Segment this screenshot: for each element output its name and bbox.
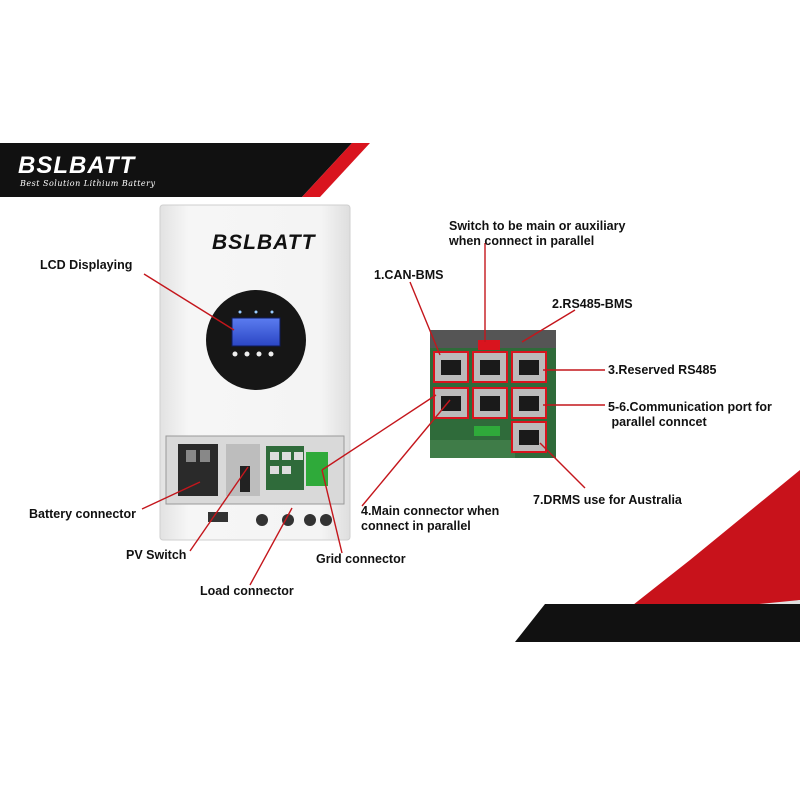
brand-logo: BSLBATT (18, 152, 136, 179)
label-main-connector-line2: connect in parallel (361, 519, 471, 533)
label-can-bms: 1.CAN-BMS (374, 268, 444, 282)
callout-lines (141, 243, 605, 586)
label-switch-main-aux-line1: Switch to be main or auxiliary (449, 219, 626, 233)
inverter-device (159, 204, 351, 541)
device-logo: BSLBATT (212, 231, 316, 254)
label-battery-connector: Battery connector (29, 507, 136, 521)
brand-tagline: Best Solution Lithium Battery (20, 179, 156, 188)
label-reserved-rs485: 3.Reserved RS485 (608, 363, 717, 377)
label-main-connector-line1: 4.Main connector when (361, 504, 500, 518)
label-load-connector: Load connector (200, 584, 294, 598)
top-left-banner (0, 143, 370, 197)
label-comm-port-line1: 5-6.Communication port for (608, 400, 772, 414)
pcb-closeup (430, 330, 556, 458)
label-switch-main-aux-line2: when connect in parallel (449, 234, 595, 248)
label-grid-connector: Grid connector (316, 552, 406, 566)
label-pv-switch: PV Switch (126, 548, 187, 562)
label-comm-port-line2: parallel conncet (608, 415, 707, 429)
label-rs485-bms: 2.RS485-BMS (552, 297, 633, 311)
label-lcd-displaying: LCD Displaying (40, 258, 133, 272)
bottom-right-banner (515, 604, 800, 642)
label-drms: 7.DRMS use for Australia (533, 493, 682, 507)
